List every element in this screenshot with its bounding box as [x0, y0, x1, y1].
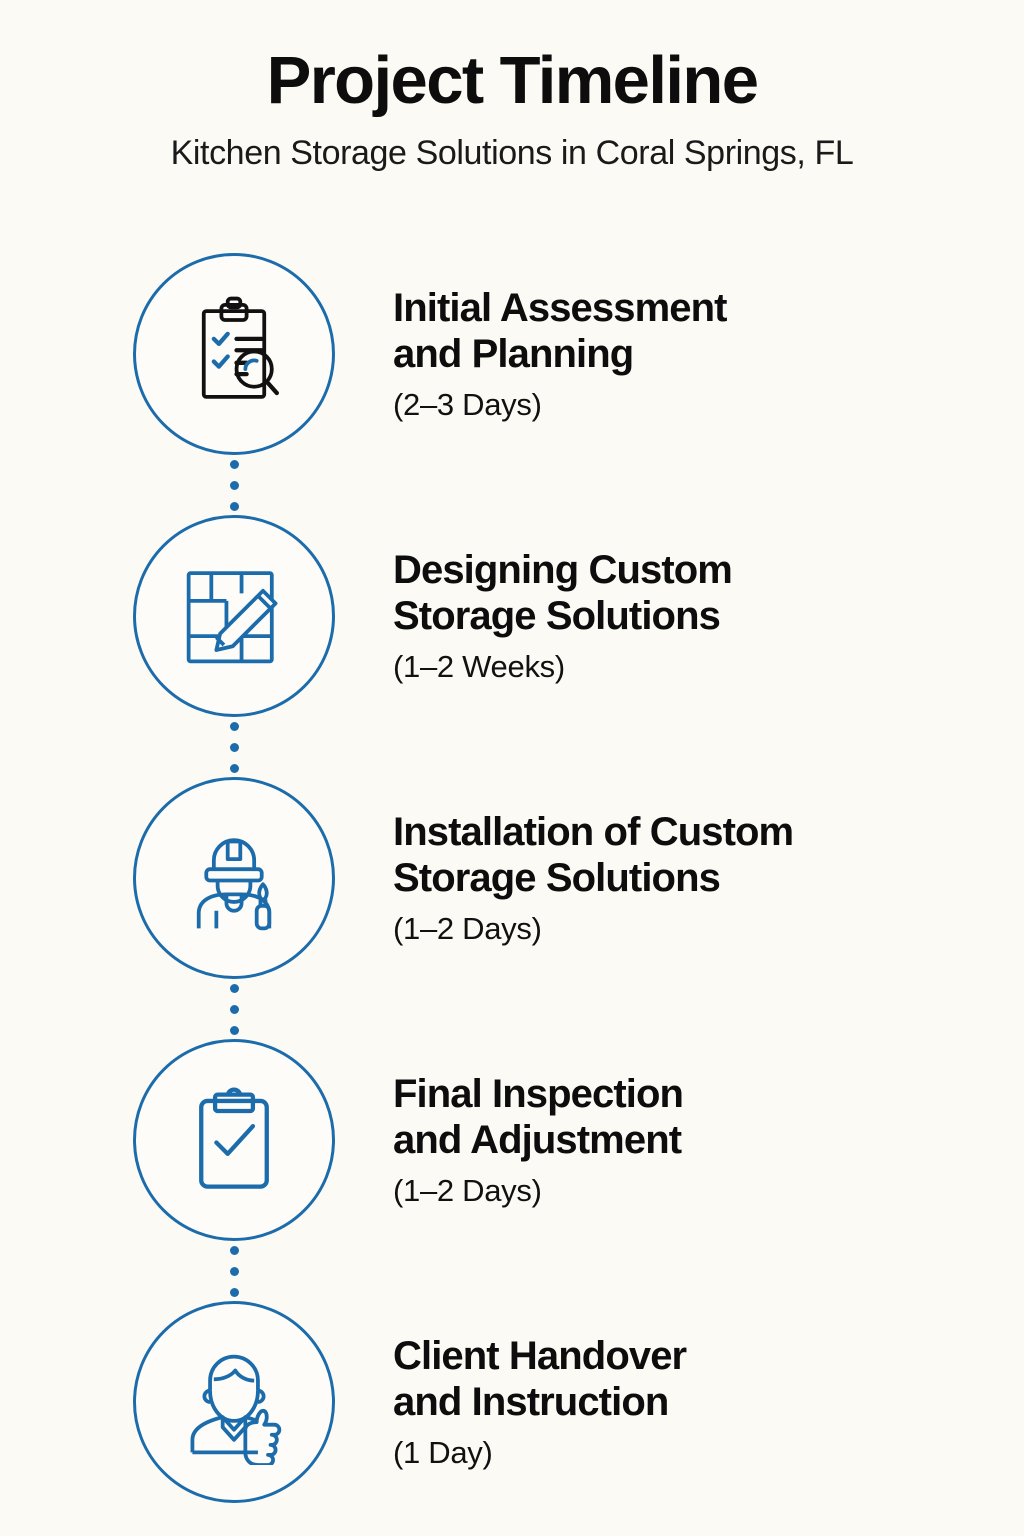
- step-connector: [133, 1241, 335, 1301]
- step-duration: (2–3 Days): [393, 386, 542, 422]
- step-icon-badge: [133, 515, 335, 717]
- step-connector: [133, 455, 335, 515]
- step-duration: (1–2 Weeks): [393, 648, 565, 684]
- connector-dot: [229, 459, 239, 469]
- page-title: Project Timeline: [266, 43, 759, 118]
- timeline-step: Installation of Custom Storage Solutions…: [0, 777, 1024, 1035]
- connector-dot: [229, 1245, 239, 1255]
- step-title: Installation of Custom Storage Solutions: [393, 810, 794, 901]
- timeline-step: Client Handover and Instruction (1 Day): [0, 1301, 1024, 1503]
- blueprint-pencil-icon: [171, 553, 297, 679]
- step-title: Final Inspection and Adjustment: [393, 1072, 684, 1163]
- connector-dot: [229, 983, 239, 993]
- step-duration: (1 Day): [393, 1434, 493, 1470]
- step-title: Client Handover and Instruction: [393, 1334, 687, 1425]
- connector-dot: [229, 480, 239, 490]
- timeline-step: Final Inspection and Adjustment (1–2 Day…: [0, 1039, 1024, 1297]
- connector-dot: [229, 1287, 239, 1297]
- timeline-step: Initial Assessment and Planning (2–3 Day…: [0, 253, 1024, 511]
- step-icon-badge: [133, 253, 335, 455]
- timeline-step: Designing Custom Storage Solutions (1–2 …: [0, 515, 1024, 773]
- step-icon-badge: [133, 777, 335, 979]
- step-title: Designing Custom Storage Solutions: [393, 548, 733, 639]
- connector-dot: [229, 1266, 239, 1276]
- person-thumbs-up-icon: [171, 1339, 297, 1465]
- step-content: Installation of Custom Storage Solutions…: [393, 777, 993, 979]
- timeline-list: Initial Assessment and Planning (2–3 Day…: [0, 253, 1024, 1503]
- connector-dot: [229, 1025, 239, 1035]
- step-content: Initial Assessment and Planning (2–3 Day…: [393, 253, 993, 455]
- clipboard-check-icon: [171, 1077, 297, 1203]
- step-connector: [133, 979, 335, 1039]
- step-icon-badge: [133, 1301, 335, 1503]
- step-content: Final Inspection and Adjustment (1–2 Day…: [393, 1039, 993, 1241]
- construction-worker-icon: [171, 815, 297, 941]
- step-title: Initial Assessment and Planning: [393, 286, 727, 377]
- page-subtitle: Kitchen Storage Solutions in Coral Sprin…: [170, 134, 854, 173]
- connector-dot: [229, 1004, 239, 1014]
- connector-dot: [229, 721, 239, 731]
- step-duration: (1–2 Days): [393, 1172, 542, 1208]
- step-content: Client Handover and Instruction (1 Day): [393, 1301, 993, 1503]
- step-duration: (1–2 Days): [393, 910, 542, 946]
- step-content: Designing Custom Storage Solutions (1–2 …: [393, 515, 993, 717]
- clipboard-checklist-magnifier-icon: [171, 291, 297, 417]
- connector-dot: [229, 742, 239, 752]
- step-icon-badge: [133, 1039, 335, 1241]
- step-connector: [133, 717, 335, 777]
- header: Project Timeline Kitchen Storage Solutio…: [0, 43, 1024, 173]
- connector-dot: [229, 501, 239, 511]
- connector-dot: [229, 763, 239, 773]
